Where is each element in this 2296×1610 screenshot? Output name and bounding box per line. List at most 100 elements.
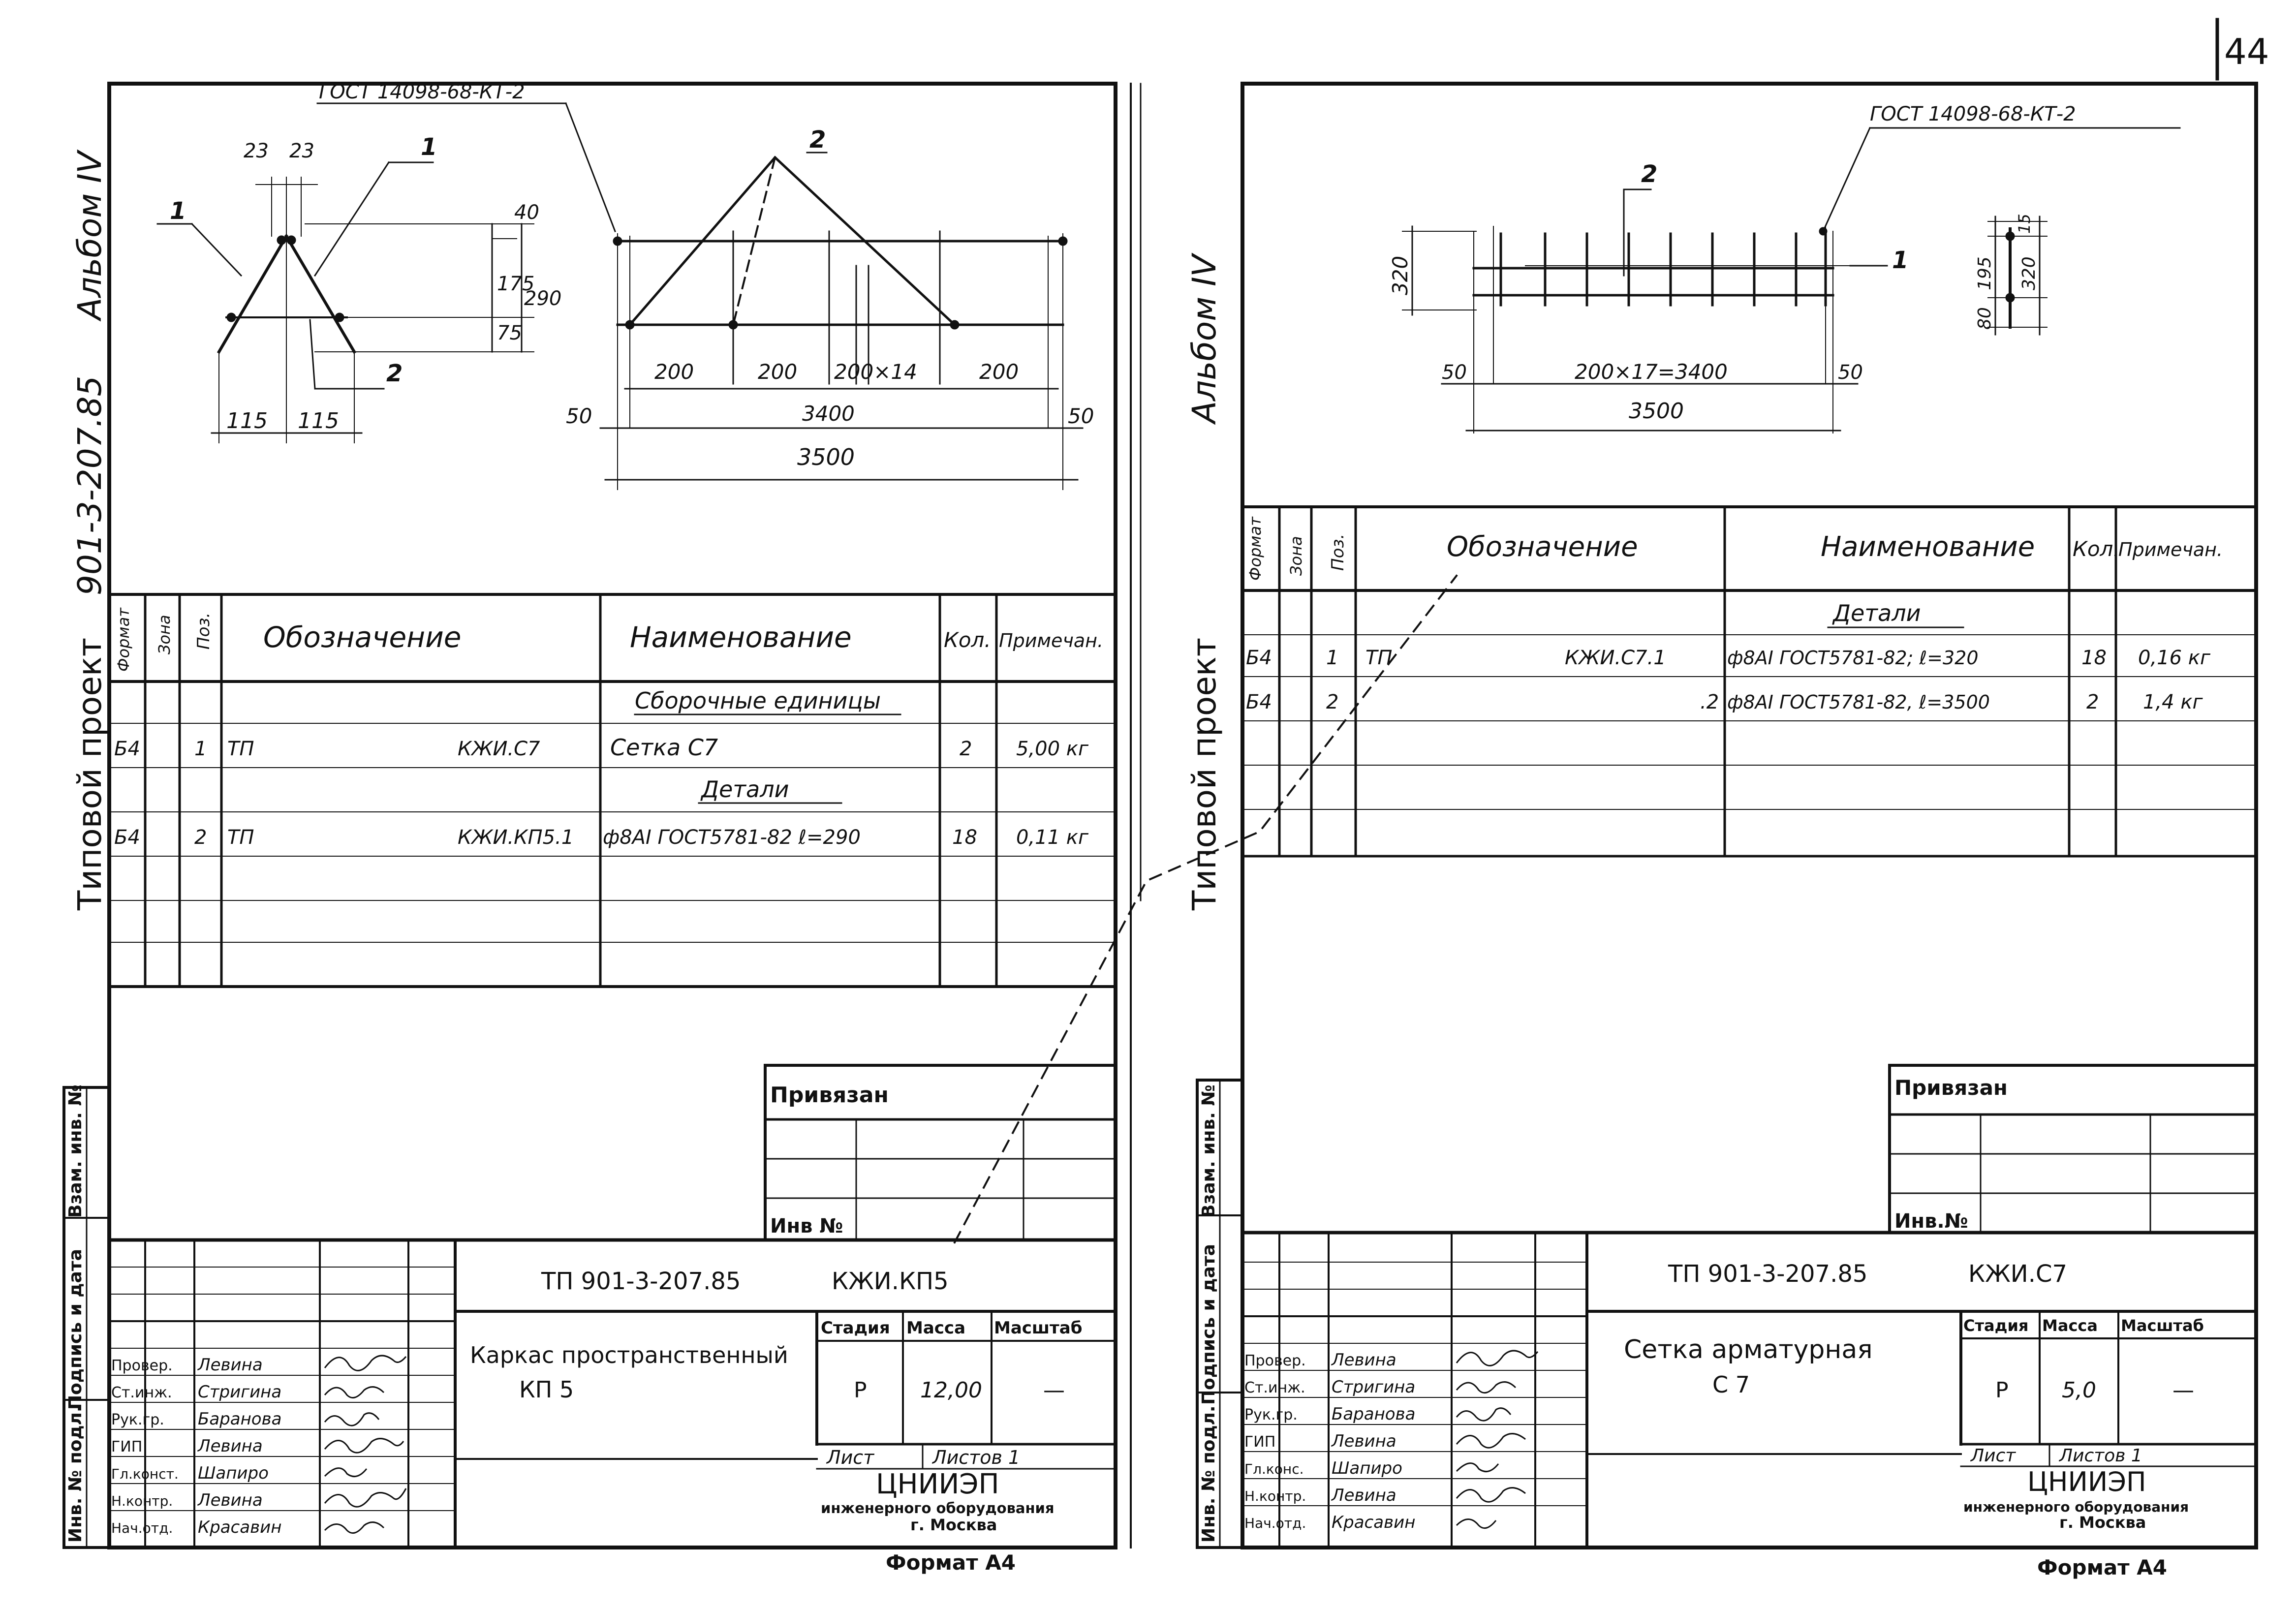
right-header-note: Примечан.: [2118, 539, 2223, 560]
right-side-stamp-3: Взам. инв. №: [1199, 1084, 1219, 1218]
left-elev-dim-50-b: 50: [1068, 404, 1094, 428]
right-format: Формат А4: [2037, 1555, 2167, 1579]
right-signer-0-role: Провер.: [1244, 1352, 1306, 1369]
right-header-name: Наименование: [1821, 531, 2035, 563]
left-scale-header: Масштаб: [994, 1318, 1082, 1338]
right-signer-3-role: ГИП: [1244, 1433, 1275, 1451]
right-header-format: Формат: [1246, 516, 1265, 581]
right-row-2-desig-b: .2: [1700, 691, 1719, 713]
right-scale-value: —: [2172, 1378, 2194, 1403]
right-sheets-label: Листов 1: [2058, 1446, 2142, 1466]
left-side-stamp-1: Инв. № подл.: [65, 1405, 86, 1543]
left-signer-3-name: Левина: [197, 1436, 263, 1456]
left-signatures: [324, 1355, 407, 1534]
left-mass-header: Масса: [906, 1318, 965, 1338]
right-row-1-note: 0,16 кг: [2138, 647, 2211, 669]
left-gost-label: ГОСТ 14098-68-КТ-2: [319, 81, 525, 103]
right-plan-drawing: [1402, 127, 2181, 433]
left-elev-dim-200-a: 200: [654, 360, 694, 384]
right-side-stamp-1: Инв. № подл.: [1199, 1405, 1219, 1543]
left-project-code: 901-3-207.85: [71, 375, 109, 595]
left-format: Формат А4: [886, 1550, 1016, 1575]
right-title-mark: С 7: [1712, 1371, 1750, 1398]
left-row-3-desig-a: ТП: [227, 826, 254, 849]
left-dim-115-b: 115: [298, 408, 339, 433]
left-signer-0-role: Провер.: [111, 1357, 173, 1374]
left-signer-1-role: Ст.инж.: [111, 1384, 172, 1401]
right-section-dim-320: 320: [2019, 256, 2039, 290]
left-mass-value: 12,00: [920, 1378, 982, 1403]
left-sheets-label: Листов 1: [931, 1447, 1020, 1468]
left-org-name: ЦНИИЭП: [876, 1468, 999, 1500]
left-privyazan: Привязан: [770, 1083, 889, 1108]
left-row-3-format: Б4: [114, 826, 140, 849]
left-elevation-pos-2: 2: [809, 126, 826, 154]
right-stage-header: Стадия: [1963, 1316, 2028, 1335]
left-pos-1-a: 1: [170, 197, 186, 225]
right-signer-2-name: Баранова: [1332, 1404, 1415, 1424]
left-signer-6-role: Нач.отд.: [111, 1520, 173, 1536]
dashed-reference-line: [953, 574, 1458, 1244]
left-elev-dim-3400: 3400: [802, 402, 855, 426]
left-row-1-desig-b: КЖИ.С7: [458, 738, 540, 760]
right-side-stamp-2: Подпись и дата: [1199, 1244, 1219, 1405]
right-signer-1-name: Стригина: [1332, 1377, 1415, 1397]
right-section-drawing: [1987, 216, 2048, 336]
left-elev-dim-200-b: 200: [758, 360, 797, 384]
right-doc-mark: КЖИ.С7: [1968, 1260, 2067, 1288]
right-row-2-format: Б4: [1246, 691, 1272, 713]
right-org-name: ЦНИИЭП: [2027, 1466, 2146, 1497]
left-signer-2-role: Рук.гр.: [111, 1411, 164, 1428]
left-doc-mark: КЖИ.КП5: [832, 1268, 949, 1295]
right-dim-3400: 200×17=3400: [1575, 360, 1728, 384]
left-row-1-format: Б4: [114, 738, 140, 760]
left-dim-115-a: 115: [226, 408, 268, 433]
left-elev-dim-50-a: 50: [566, 404, 592, 428]
left-row-0-name: Сборочные единицы: [635, 687, 881, 714]
right-row-1-desig-b: КЖИ.С7.1: [1565, 647, 1666, 669]
left-stage-header: Стадия: [821, 1318, 890, 1338]
right-sheet-frame: [1241, 82, 2258, 1549]
right-row-2-note: 1,4 кг: [2143, 691, 2203, 713]
right-inv-no: Инв.№: [1894, 1210, 1968, 1233]
left-header-pos: Поз.: [194, 613, 214, 650]
right-section-dim-15: 15: [2015, 214, 2034, 234]
right-dim-320: 320: [1388, 256, 1412, 295]
left-elevation-drawing: [316, 102, 1084, 490]
left-header-note: Примечан.: [999, 630, 1103, 651]
left-side-stamp-3: Взам. инв. №: [65, 1084, 86, 1218]
left-row-1-name: Сетка С7: [610, 734, 718, 761]
left-side-stamp-2: Подпись и дата: [65, 1249, 86, 1410]
right-row-1-pos: 1: [1326, 647, 1338, 669]
right-stage-value: Р: [1995, 1378, 2009, 1403]
left-row-3-note: 0,11 кг: [1016, 826, 1089, 849]
left-row-3-name: ф8АI ГОСТ5781-82 ℓ=290: [603, 826, 861, 849]
left-header-designation: Обозначение: [263, 620, 461, 654]
left-signer-1-name: Стригина: [198, 1382, 281, 1402]
right-section-dim-80: 80: [1975, 307, 1995, 330]
left-project-prefix: Типовой проект: [71, 638, 109, 911]
right-dim-3500: 3500: [1629, 399, 1684, 424]
left-side-stamp: [62, 1086, 111, 1549]
right-row-1-name: ф8АI ГОСТ5781-82; ℓ=320: [1727, 647, 1979, 669]
left-org-city: г. Москва: [910, 1516, 997, 1534]
right-mass-value: 5,0: [2062, 1378, 2096, 1403]
left-elev-dim-200-c: 200: [979, 360, 1019, 384]
right-title: Сетка арматурная: [1624, 1335, 1873, 1364]
right-row-1-format: Б4: [1246, 647, 1272, 669]
left-sheet-frame: [107, 82, 1117, 1549]
left-dim-23-b: 23: [289, 140, 314, 162]
right-dim-50-a: 50: [1442, 361, 1467, 384]
left-pos-1-b: 1: [421, 133, 437, 161]
left-album: Альбом IV: [71, 149, 109, 322]
left-signer-6-name: Красавин: [198, 1517, 281, 1537]
right-sheet-label: Лист: [1970, 1446, 2016, 1466]
left-inv-no: Инв №: [770, 1215, 843, 1238]
right-signer-6-role: Нач.отд.: [1244, 1515, 1306, 1531]
left-row-1-desig-a: ТП: [227, 738, 254, 760]
right-pos-2: 2: [1641, 160, 1657, 188]
left-header-zone: Зона: [155, 615, 174, 654]
left-scale-value: —: [1043, 1378, 1065, 1403]
right-side-stamp: [1196, 1079, 1244, 1549]
